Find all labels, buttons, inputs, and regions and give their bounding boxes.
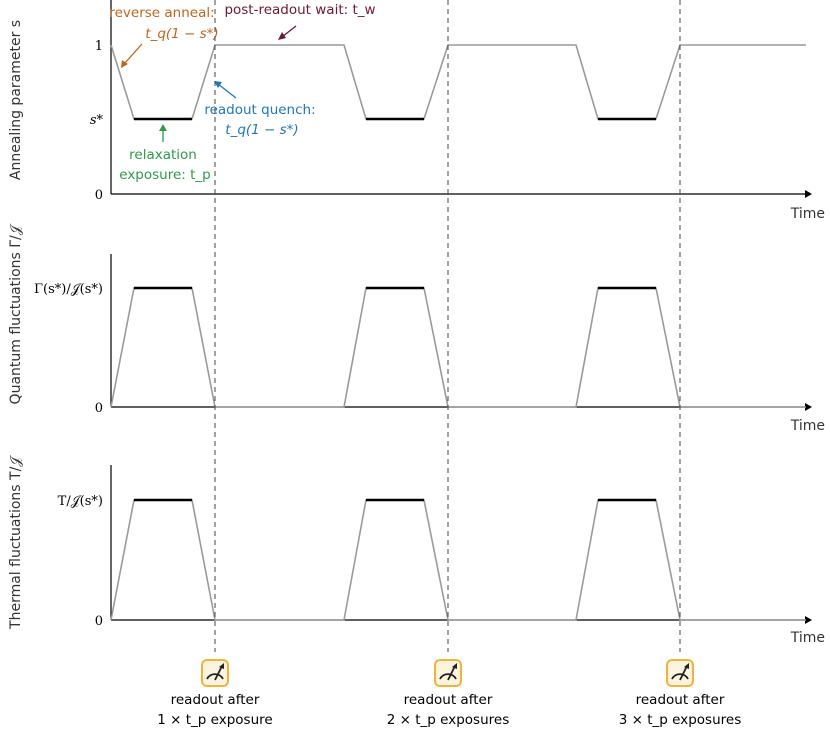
x-arrow-quantum <box>805 403 812 411</box>
xlabel-quantum: Time <box>790 418 825 434</box>
annot-reverse-anneal-2: t_q(1 − s*) <box>145 26 218 42</box>
panel-thermal: Thermal fluctuations T/𝒥 Time T/𝒥(s*) 0 <box>8 455 825 646</box>
tick-thermal-0: 0 <box>95 614 103 629</box>
readout-2-line2: 2 × t_p exposures <box>387 712 509 728</box>
readout-1: readout after 1 × t_p exposure <box>157 659 273 728</box>
arrow-readout-quench <box>217 83 237 99</box>
tick-annealing-0: 0 <box>95 188 103 203</box>
panel-annealing: Annealing parameter s Time 1 s* 0 revers… <box>8 0 825 222</box>
ylabel-quantum: Quantum fluctuations Γ/𝒥 <box>8 223 24 404</box>
tick-annealing-sstar: s* <box>90 113 104 128</box>
meter-icon <box>666 659 694 687</box>
panel-quantum: Quantum fluctuations Γ/𝒥 Time Γ(s*)/𝒥(s*… <box>8 223 825 434</box>
annot-reverse-anneal-1: reverse anneal: <box>109 5 214 21</box>
xlabel-annealing: Time <box>790 206 825 222</box>
readout-3-line2: 3 × t_p exposures <box>619 712 741 728</box>
arrow-reverse-anneal <box>123 43 143 65</box>
annot-readout-quench-1: readout quench: <box>204 102 315 118</box>
readout-3-line1: readout after <box>636 692 725 708</box>
annot-relaxation-1: relaxation <box>129 147 197 163</box>
meter-icon <box>434 659 462 687</box>
ylabel-thermal: Thermal fluctuations T/𝒥 <box>8 455 24 630</box>
meter-icon <box>201 659 229 687</box>
tick-quantum-0: 0 <box>95 401 103 416</box>
x-arrow-thermal <box>805 616 812 624</box>
tick-quantum-high: Γ(s*)/𝒥(s*) <box>34 282 103 297</box>
tick-thermal-high: T/𝒥(s*) <box>58 494 103 509</box>
annot-relaxation-2: exposure: t_p <box>119 167 211 183</box>
readout-3: readout after 3 × t_p exposures <box>619 659 741 728</box>
ylabel-annealing: Annealing parameter s <box>8 20 24 180</box>
readout-1-line2: 1 × t_p exposure <box>157 712 272 728</box>
x-arrow-annealing <box>805 190 812 198</box>
annot-readout-quench-2: t_q(1 − s*) <box>225 122 298 138</box>
xlabel-thermal: Time <box>790 630 825 646</box>
readout-2: readout after 2 × t_p exposures <box>387 659 509 728</box>
tick-annealing-1: 1 <box>95 39 103 54</box>
annot-post-readout: post-readout wait: t_w <box>224 2 375 18</box>
arrow-post-readout <box>281 25 297 38</box>
readout-1-line1: readout after <box>171 692 260 708</box>
readout-2-line1: readout after <box>404 692 493 708</box>
